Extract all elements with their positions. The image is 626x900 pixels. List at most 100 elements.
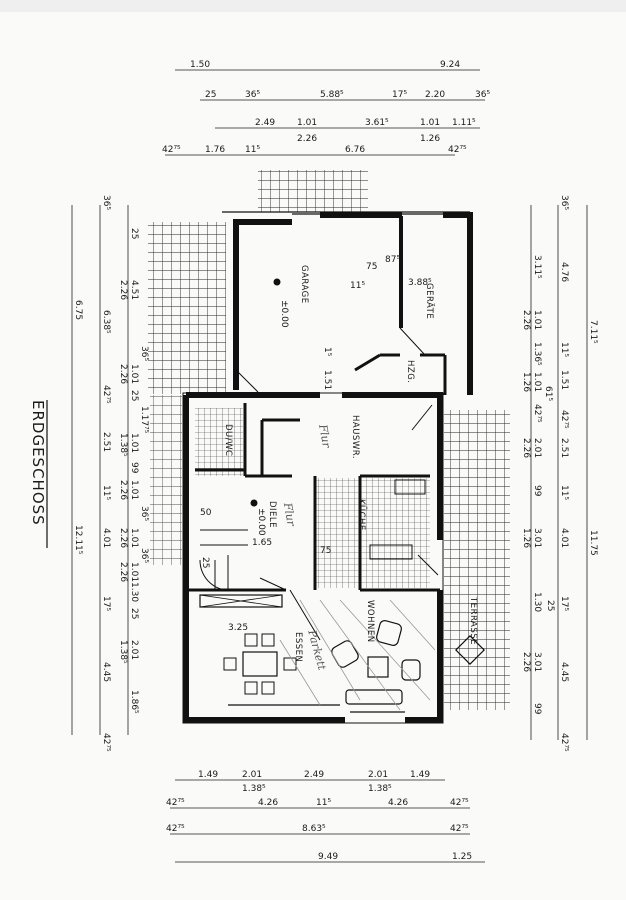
dimension-top-2-0: 2.49 bbox=[255, 118, 275, 128]
dimension-bottom-0-3: 2.49 bbox=[304, 770, 324, 780]
dimension-left-2-11: 1.01 bbox=[129, 480, 139, 500]
dimension-top-1-2: 5.88⁵ bbox=[320, 90, 344, 100]
dimension-right-2-5: 1.26 bbox=[521, 372, 531, 392]
room-label-essen: ESSEN bbox=[293, 632, 303, 662]
dimension-right-2-10: 99 bbox=[532, 485, 542, 497]
dimension-left-2-2: 2.26 bbox=[118, 280, 128, 300]
dim-garage-d: 3.88⁵ bbox=[408, 278, 432, 288]
dimension-left-2-0: 25 bbox=[129, 228, 139, 239]
tiled-floors bbox=[195, 408, 430, 588]
dimension-top-2-4: 1.01 bbox=[420, 118, 440, 128]
dimension-right-2-14: 25 bbox=[545, 600, 555, 611]
dimension-left-1-3: 2.51 bbox=[101, 432, 111, 452]
dimension-right-1-5: 2.51 bbox=[559, 438, 569, 458]
dimension-left-1-0: 36⁵ bbox=[101, 195, 111, 210]
dimension-right-2-13: 1.30 bbox=[532, 592, 542, 612]
dimension-right-2-0: 3.11⁵ bbox=[532, 255, 542, 279]
dimension-right-1-7: 4.01 bbox=[559, 528, 569, 548]
dim-garage-b: 87⁵ bbox=[385, 255, 400, 265]
walls bbox=[182, 211, 485, 724]
dimension-left-2-10: 99 bbox=[129, 462, 139, 474]
dimension-left-2-3: 36⁵ bbox=[139, 346, 149, 361]
handwritten-note-wohnen: Parkett bbox=[305, 628, 329, 672]
dimension-lines bbox=[71, 69, 588, 863]
dimension-right-1-2: 11⁵ bbox=[559, 342, 569, 357]
room-label-hauswr: HAUSWR. bbox=[350, 415, 360, 459]
floor-title: ERDGESCHOSS bbox=[29, 400, 47, 526]
duwc-tiles bbox=[195, 408, 243, 476]
dimension-bottom-1-2: 11⁵ bbox=[316, 798, 331, 808]
terrace-paving bbox=[444, 410, 510, 710]
room-label-diele: DIELE bbox=[267, 501, 277, 528]
dimension-left-2-19: 1.30 bbox=[129, 582, 139, 602]
dimension-right-2-2: 2.26 bbox=[521, 310, 531, 330]
dimension-top-0-1: 9.24 bbox=[440, 60, 460, 70]
dimension-bottom-0-4: 2.01 bbox=[368, 770, 388, 780]
garage-level: ±0.00 bbox=[279, 300, 289, 328]
dimension-bottom-3-1: 1.25 bbox=[452, 852, 472, 862]
dimension-right-2-15: 3.01 bbox=[532, 652, 542, 672]
dimension-right-2-4: 1.01 bbox=[532, 372, 542, 392]
dimension-bottom-0-0: 1.49 bbox=[198, 770, 218, 780]
interior-walls bbox=[186, 403, 440, 592]
garage-outer-wall bbox=[233, 212, 473, 395]
dimension-right-2-3: 1.36⁵ bbox=[532, 342, 542, 366]
dimension-top-3-1: 1.76 bbox=[205, 145, 225, 155]
dimension-right-2-12: 1.26 bbox=[521, 528, 531, 548]
dimension-left-1-6: 17⁵ bbox=[101, 596, 111, 611]
dimension-top-1-0: 25 bbox=[205, 90, 216, 100]
dimension-left-2-14: 1.01 bbox=[129, 528, 139, 548]
dimension-top-3-3: 6.76 bbox=[345, 145, 365, 155]
dimension-bottom-0-2: 1.38⁵ bbox=[242, 784, 266, 794]
dimension-bottom-0-6: 1.49 bbox=[410, 770, 430, 780]
dimension-left-1-4: 11⁵ bbox=[101, 485, 111, 500]
dimension-right-0-1: 11.75 bbox=[588, 530, 598, 556]
dimension-left-2-8: 1.01 bbox=[129, 433, 139, 453]
dimension-top-3-2: 11⁵ bbox=[245, 145, 260, 155]
dimension-left-2-13: 36⁵ bbox=[139, 506, 149, 521]
dimension-left-2-20: 25 bbox=[129, 608, 139, 619]
dimension-left-1-8: 42⁷⁵ bbox=[101, 733, 111, 752]
dimension-right-2-17: 99 bbox=[532, 703, 542, 715]
dim-passage-b: 1.51 bbox=[322, 370, 332, 390]
dimension-bottom-3-0: 9.49 bbox=[318, 852, 338, 862]
dimension-right-1-1: 4.76 bbox=[559, 262, 569, 282]
pencil-hatching bbox=[279, 599, 436, 711]
armchair bbox=[331, 640, 359, 668]
dimension-bottom-1-4: 42⁷⁵ bbox=[450, 798, 469, 808]
door-swings bbox=[235, 327, 439, 641]
coffee-table bbox=[367, 656, 389, 678]
dimension-left-2-21: 2.01 bbox=[129, 640, 139, 660]
room-label-kueche: KÜCHE bbox=[356, 499, 367, 531]
dimension-bottom-2-2: 42⁷⁵ bbox=[450, 824, 469, 834]
room-label-geraete: GERÄTE bbox=[424, 283, 435, 319]
dimension-left-2-9: 1.38⁵ bbox=[118, 433, 128, 457]
paving-areas bbox=[148, 170, 510, 710]
dimension-right-2-8: 2.01 bbox=[532, 438, 542, 458]
dimension-left-2-23: 1.86⁵ bbox=[129, 690, 139, 714]
level-mark bbox=[273, 278, 281, 286]
dimension-left-0-0: 6.75 bbox=[73, 300, 83, 320]
dimension-left-2-7: 1.17⁷⁵ bbox=[139, 406, 149, 434]
dimension-left-2-16: 36⁵ bbox=[139, 548, 149, 563]
dimension-left-1-5: 4.01 bbox=[101, 528, 111, 548]
dimension-left-0-1: 12.11⁵ bbox=[73, 525, 83, 555]
dimension-left-2-6: 25 bbox=[129, 390, 139, 401]
dimension-right-2-7: 42⁷⁵ bbox=[532, 404, 542, 423]
staircase bbox=[199, 529, 248, 591]
dimension-bottom-1-1: 4.26 bbox=[258, 798, 278, 808]
room-label-wohnen: WOHNEN bbox=[365, 600, 375, 643]
dim-kitchen-a: 75 bbox=[320, 546, 331, 556]
dimension-top-1-4: 2.20 bbox=[425, 90, 445, 100]
dim-stair-a: 50 bbox=[200, 508, 212, 518]
handwritten-note-hauswr: Flur bbox=[316, 422, 333, 449]
dimension-bottom-2-0: 42⁷⁵ bbox=[166, 824, 185, 834]
house-outer-wall bbox=[183, 392, 443, 723]
dimension-right-1-4: 42⁷⁵ bbox=[559, 410, 569, 429]
dining-table bbox=[242, 651, 278, 677]
stove bbox=[394, 479, 426, 495]
dimension-left-2-18: 2.26 bbox=[118, 562, 128, 582]
paving-north bbox=[258, 170, 368, 212]
dimension-right-1-10: 42⁷⁵ bbox=[559, 733, 569, 752]
